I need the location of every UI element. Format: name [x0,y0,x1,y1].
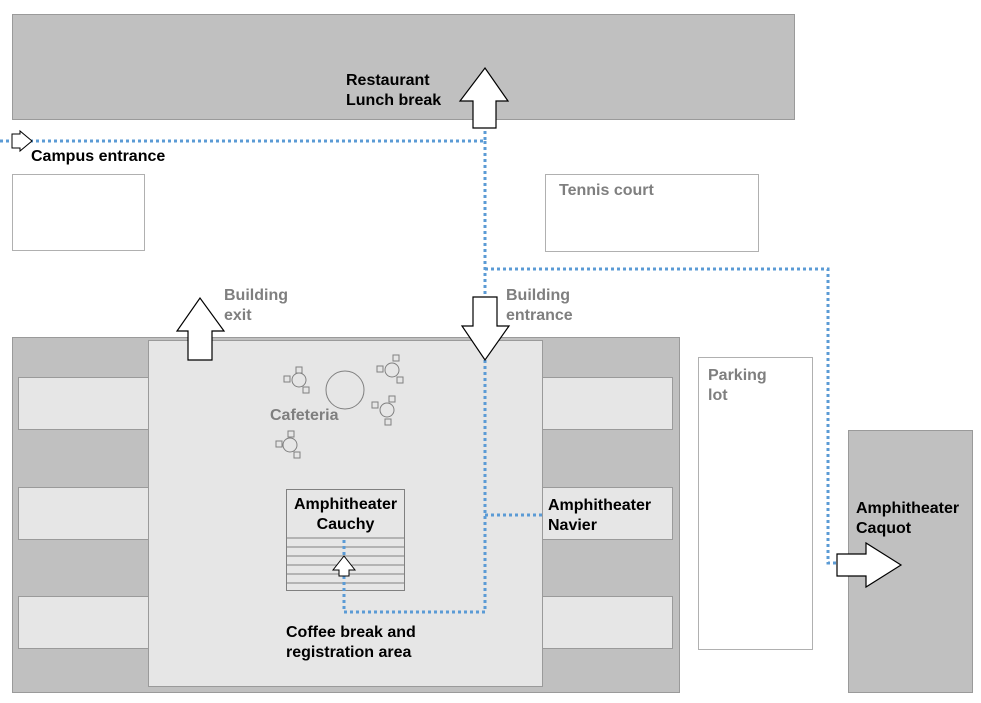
amphitheater-navier-label: Amphitheater Navier [548,496,651,536]
coffee-label-line2: registration area [286,644,412,661]
arrow-up-icon [331,555,357,577]
caquot-label-line1: Amphitheater [856,500,960,517]
arrow-up-icon [458,66,510,129]
coffee-break-label: Coffee break and registration area [286,623,416,663]
restaurant-label-line2: Lunch break [346,92,442,109]
parking-lot [698,357,813,650]
table-chairs-icon [275,430,301,459]
parking-lot-label: Parking lot [708,366,767,406]
coffee-label-line1: Coffee break and [286,624,416,641]
navier-label-line2: Navier [548,517,597,534]
campus-entrance-label: Campus entrance [31,148,166,165]
tennis-court-label: Tennis court [559,182,654,199]
amphitheater-cauchy-label: Amphitheater Cauchy [286,495,405,535]
restaurant-label: Restaurant Lunch break [346,71,441,111]
building-exit-label-line1: Building [224,287,288,304]
navier-label-line1: Amphitheater [548,497,652,514]
building-entrance-label-line2: entrance [506,307,573,324]
table-chairs-icon [283,366,310,394]
wing-left-1 [18,377,149,430]
arrow-right-icon [11,129,33,153]
cafeteria-label: Cafeteria [270,407,339,424]
wing-right-1 [541,377,673,430]
wing-left-3 [18,596,149,649]
building-exit-label: Building exit [224,286,288,326]
small-building [12,174,145,251]
table-chairs-icon [325,370,365,410]
amphitheater-caquot-label: Amphitheater Caquot [856,499,959,539]
building-exit-label-line2: exit [224,307,252,324]
restaurant-label-line1: Restaurant [346,72,430,89]
cauchy-label-line2: Cauchy [316,516,375,533]
building-entrance-label-line1: Building [506,287,570,304]
building-entrance-label: Building entrance [506,286,573,326]
walking-path [0,130,838,614]
tennis-court [545,174,759,252]
wing-left-2 [18,487,149,540]
arrow-right-icon [836,541,903,589]
wing-right-3 [541,596,673,649]
parking-lot-label-line1: Parking [708,367,767,384]
caquot-label-line2: Caquot [856,520,912,537]
cauchy-label-line1: Amphitheater [293,496,398,513]
restaurant-building [12,14,795,120]
arrow-up-icon [175,296,226,361]
arrow-down-icon [460,296,511,362]
table-chairs-icon [371,395,396,426]
table-chairs-icon [376,354,404,384]
parking-lot-label-line2: lot [708,387,728,404]
